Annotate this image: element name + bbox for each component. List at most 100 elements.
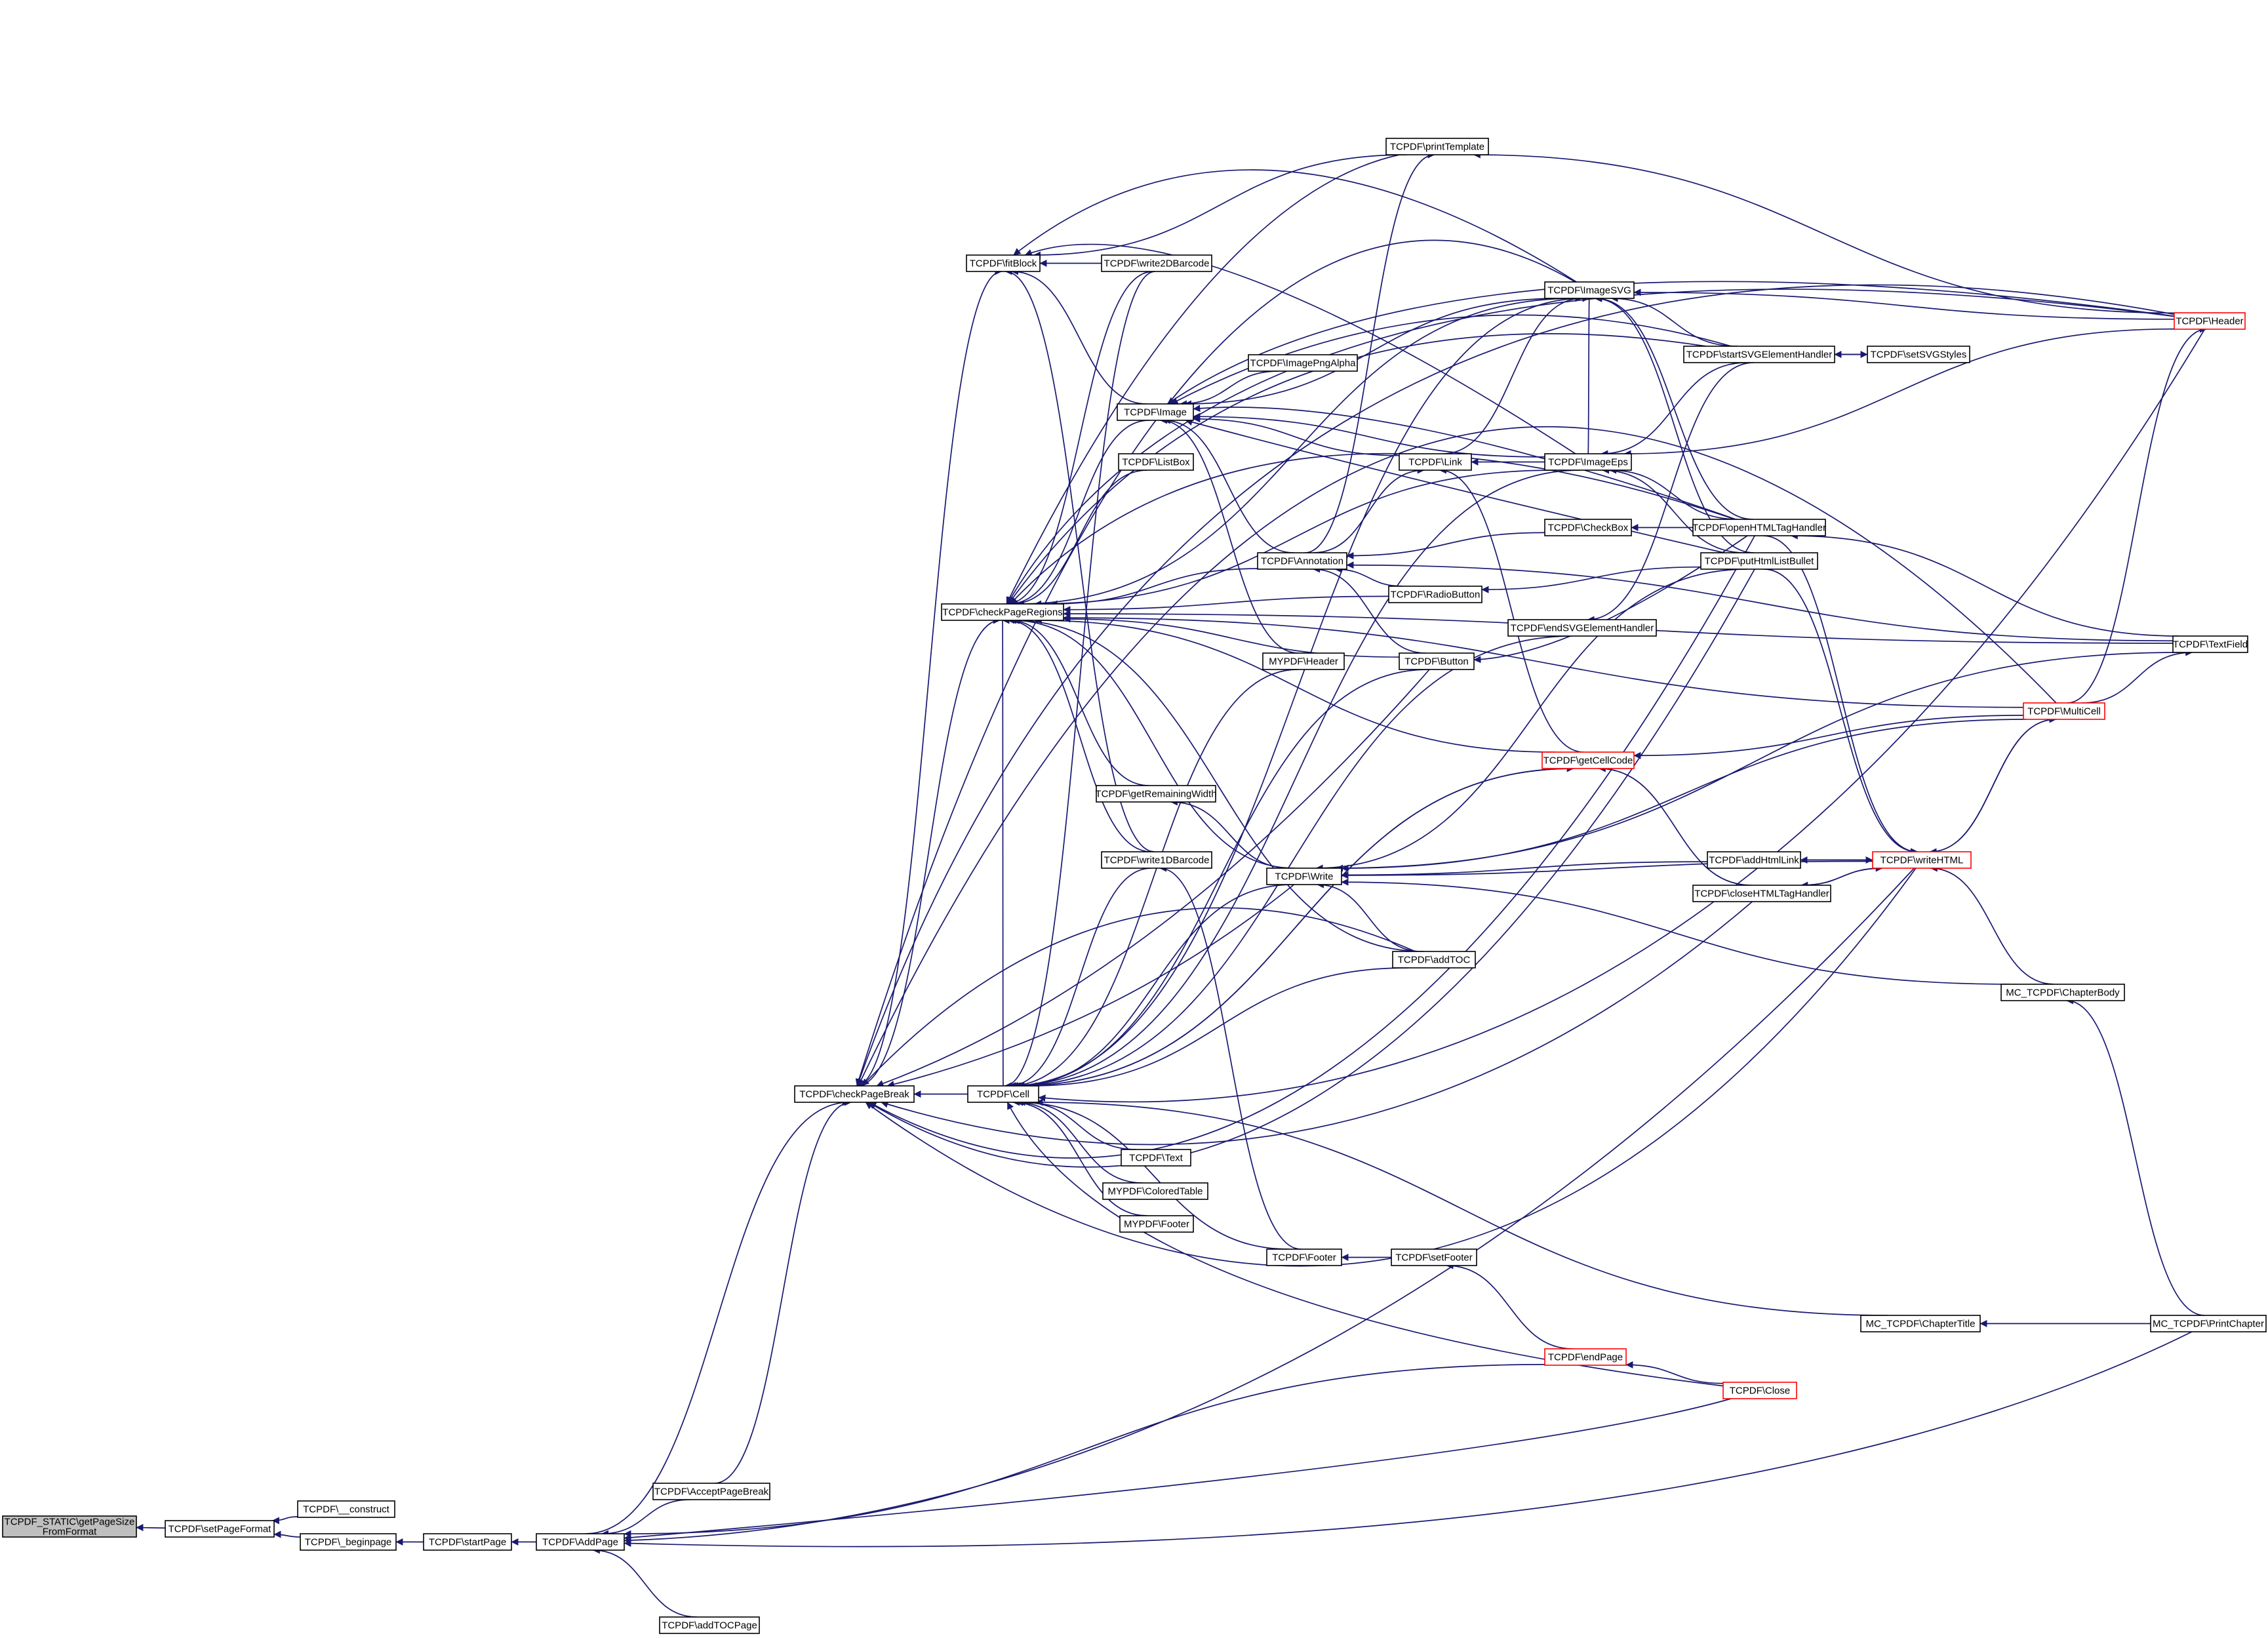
node-MYPDFHeader[interactable]: MYPDF\Header [1262, 652, 1345, 670]
node-beginpage[interactable]: TCPDF\_beginpage [300, 1533, 397, 1551]
edge-write1DBarcode-to-fitBlock [1005, 268, 1155, 852]
node-box [1707, 851, 1801, 869]
node-ColoredTable[interactable]: MYPDF\ColoredTable [1102, 1182, 1208, 1200]
node-box [536, 1533, 625, 1551]
node-MultiCell[interactable]: TCPDF\MultiCell [2023, 702, 2105, 720]
node-printTemplate[interactable]: TCPDF\printTemplate [1385, 138, 1489, 155]
node-ChapterBody[interactable]: MC_TCPDF\ChapterBody [2000, 984, 2125, 1001]
node-AcceptPageBreak[interactable]: TCPDF\AcceptPageBreak [652, 1483, 770, 1500]
edge-printTemplate-to-fitBlock [1033, 154, 1407, 259]
node-setPageFormat[interactable]: TCPDF\setPageFormat [165, 1520, 275, 1538]
edge-Header-to-checkPageRegions [1006, 289, 2175, 605]
node-label: TCPDF\setSVGStyles [1871, 350, 1967, 361]
node-checkPageBreak[interactable]: TCPDF\checkPageBreak [794, 1085, 915, 1103]
node-box [1544, 519, 1632, 536]
edge-ColoredTable-to-Cell [1016, 1098, 1143, 1184]
node-putHtmlListBullet[interactable]: TCPDF\putHtmlListBullet [1700, 552, 1818, 570]
node-box [1542, 751, 1635, 769]
node-Close[interactable]: TCPDF\Close [1722, 1382, 1797, 1399]
edge-ImageEps-to-fitBlock [1024, 243, 1576, 454]
node-box [1248, 354, 1358, 372]
node-startPage[interactable]: TCPDF\startPage [423, 1533, 512, 1551]
node-PrintChapter[interactable]: MC_TCPDF\PrintChapter [2150, 1315, 2267, 1332]
node-Cell[interactable]: TCPDF\Cell [967, 1085, 1039, 1103]
node-construct[interactable]: TCPDF\__construct [297, 1500, 395, 1518]
node-label: TCPDF\CheckBox [1548, 523, 1629, 534]
node-setFooter[interactable]: TCPDF\setFooter [1391, 1248, 1477, 1266]
edge-addTOCPage-to-AddPage [592, 1546, 697, 1618]
edge-ImagePngAlpha-to-Image [1179, 370, 1279, 408]
node-label: TCPDF\checkPageBreak [799, 1089, 909, 1100]
node-openHTMLTagHandler[interactable]: TCPDF\openHTMLTagHandler [1692, 519, 1826, 536]
node-box [2023, 702, 2105, 720]
node-Image[interactable]: TCPDF\Image [1117, 403, 1194, 421]
edge-write2DBarcode-to-checkPageRegions [1005, 271, 1153, 608]
node-addTOCPage[interactable]: TCPDF\addTOCPage [659, 1616, 760, 1634]
edge-addHtmlLink-to-Write [1341, 861, 1708, 879]
node-startSVGElementHandler[interactable]: TCPDF\startSVGElementHandler [1683, 346, 1835, 363]
node-getRemainingWidth[interactable]: TCPDF\getRemainingWidth [1095, 785, 1217, 803]
edge-endPage-to-AddPage [624, 1364, 1545, 1538]
node-box [297, 1500, 395, 1518]
node-RadioButton[interactable]: TCPDF\RadioButton [1388, 586, 1482, 603]
node-box [2150, 1315, 2267, 1332]
edge-Header-to-Cell [1038, 329, 2206, 1103]
node-CheckBox[interactable]: TCPDF\CheckBox [1544, 519, 1632, 536]
node-checkPageRegions[interactable]: TCPDF\checkPageRegions [941, 603, 1064, 621]
node-ListBox[interactable]: TCPDF\ListBox [1118, 453, 1194, 471]
edge-addTOC-to-checkPageBreak [862, 907, 1416, 1087]
node-ChapterTitle[interactable]: MC_TCPDF\ChapterTitle [1860, 1315, 1981, 1332]
node-writeHTML[interactable]: TCPDF\writeHTML [1872, 851, 1972, 869]
node-Footer[interactable]: TCPDF\Footer [1266, 1248, 1342, 1266]
node-box [1262, 652, 1345, 670]
node-box [2172, 635, 2248, 653]
node-Link[interactable]: TCPDF\Link [1399, 453, 1472, 471]
node-label: TCPDF\openHTMLTagHandler [1692, 523, 1826, 534]
node-Write[interactable]: TCPDF\Write [1266, 868, 1342, 885]
node-label: TCPDF\ImagePngAlpha [1250, 358, 1357, 369]
node-write1DBarcode[interactable]: TCPDF\write1DBarcode [1101, 851, 1212, 869]
edge-startSVGElementHandler-to-endSVGElementHandler [1587, 362, 1754, 624]
node-Text[interactable]: TCPDF\Text [1121, 1149, 1191, 1167]
edge-startSVGElementHandler-to-checkPageRegions [1008, 333, 1706, 605]
node-label: TCPDF\__construct [303, 1504, 390, 1515]
node-Header[interactable]: TCPDF\Header [2174, 312, 2246, 330]
edge-writeHTML-to-MultiCell [1929, 715, 2057, 852]
edge-putHtmlListBullet-to-Write [1315, 569, 1747, 872]
edge-openHTMLTagHandler-to-ImageSVG [1595, 294, 1754, 520]
node-Button[interactable]: TCPDF\Button [1399, 652, 1475, 670]
node-endSVGElementHandler[interactable]: TCPDF\endSVGElementHandler [1507, 619, 1657, 637]
node-label: MYPDF\Footer [1124, 1219, 1189, 1230]
node-label: TCPDF\fitBlock [970, 258, 1037, 270]
node-closeHTMLTagHandler[interactable]: TCPDF\closeHTMLTagHandler [1692, 885, 1831, 902]
node-box [1692, 885, 1831, 902]
node-box [1117, 403, 1194, 421]
node-fitBlock[interactable]: TCPDF\fitBlock [966, 254, 1041, 272]
node-TextField[interactable]: TCPDF\TextField [2172, 635, 2248, 653]
node-write2DBarcode[interactable]: TCPDF\write2DBarcode [1101, 254, 1212, 272]
node-ImagePngAlpha[interactable]: TCPDF\ImagePngAlpha [1248, 354, 1358, 372]
node-label: MC_TCPDF\ChapterTitle [1866, 1319, 1976, 1330]
edge-CheckBox-to-Annotation [1346, 532, 1545, 560]
node-Annotation[interactable]: TCPDF\Annotation [1257, 552, 1347, 570]
node-label: TCPDF\ImageEps [1548, 457, 1628, 468]
node-ImageSVG[interactable]: TCPDF\ImageSVG [1544, 281, 1635, 299]
node-addHtmlLink[interactable]: TCPDF\addHtmlLink [1707, 851, 1801, 869]
edge-startSVGElementHandler-to-ImageEps [1601, 362, 1747, 458]
node-endPage[interactable]: TCPDF\endPage [1544, 1348, 1627, 1366]
node-getCellCode[interactable]: TCPDF\getCellCode [1542, 751, 1635, 769]
edge-startSVGElementHandler-to-ImageSVG [1610, 294, 1738, 347]
node-MYPDFFooter[interactable]: MYPDF\Footer [1119, 1215, 1194, 1233]
node-label: TCPDF\getRemainingWidth [1095, 789, 1216, 800]
node-label: TCPDF\getCellCode [1543, 755, 1633, 767]
node-AddPage[interactable]: TCPDF\AddPage [536, 1533, 625, 1551]
node-box [1102, 1182, 1208, 1200]
node-setSVGStyles[interactable]: TCPDF\setSVGStyles [1867, 346, 1970, 363]
node-box [1121, 1149, 1191, 1167]
node-label: TCPDF\_beginpage [305, 1537, 392, 1548]
node-ImageEps[interactable]: TCPDF\ImageEps [1544, 453, 1632, 471]
node-label: TCPDF\AddPage [542, 1537, 618, 1548]
node-addTOC[interactable]: TCPDF\addTOC [1392, 951, 1476, 969]
edge-MYPDFHeader-to-Image [1159, 416, 1299, 654]
